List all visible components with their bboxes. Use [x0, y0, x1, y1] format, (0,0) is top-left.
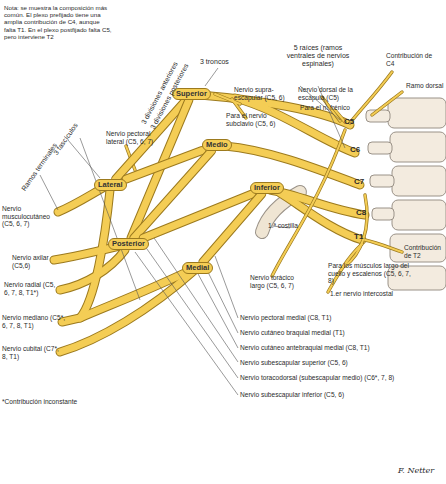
nerve [62, 268, 195, 322]
branch [372, 92, 402, 115]
branch [372, 92, 402, 115]
root [280, 193, 362, 240]
nerve-label: Para el n. frénico [300, 104, 356, 112]
node-text: Lateral [98, 180, 123, 190]
division-connector [203, 194, 262, 262]
branch [272, 130, 345, 276]
transverse-process [368, 142, 392, 154]
footnote: *Contribución inconstante [2, 398, 112, 406]
nerve-label: Nervio cutáneo antebraquial medial (C8, … [240, 344, 440, 352]
root-label: C7 [354, 177, 364, 186]
nerve-label: Contribución de T2 [404, 244, 444, 259]
nerve-label: Nervio musculocutáneo (C5, 6, 7) [2, 205, 60, 228]
node-text: Medio [206, 140, 228, 150]
leader-line [150, 232, 238, 362]
nerve-label: Nervio toracodorsal (subescapular medio)… [240, 374, 440, 382]
nerve-label: Nervio dorsal de la escápula (C5) [298, 86, 362, 101]
nerve-outline [203, 194, 262, 262]
root [280, 193, 362, 240]
root [225, 146, 360, 185]
transverse-process [372, 208, 394, 220]
leader-line [205, 266, 238, 333]
leader-line [205, 68, 218, 86]
trunk-band: Medio [202, 139, 232, 151]
nerve-label: Nervio cubital (C7*, 8, T1) [2, 345, 62, 360]
nerve-fill [54, 95, 365, 352]
nerve-label: Nervio cutáneo braquial medial (T1) [240, 329, 440, 337]
nerve-fill [203, 194, 262, 262]
branch [335, 110, 345, 122]
leader-line [142, 242, 238, 378]
nerve-label: Contribución de C4 [386, 52, 442, 67]
division-connector [143, 194, 252, 238]
trunk-band: Inferior [250, 182, 284, 194]
branch [350, 72, 392, 123]
nerve-label: Para los músculos largo del cuello y esc… [328, 262, 412, 285]
branch [272, 130, 345, 276]
vertebra [390, 234, 446, 262]
root-label: C5 [344, 117, 354, 126]
leader-line [215, 256, 238, 318]
leader-line [135, 252, 238, 395]
bone-label: 1.ª costilla [268, 222, 298, 230]
cord-band: Posterior [108, 238, 149, 250]
nerve-fill [143, 194, 252, 238]
group-label: 3 troncos [200, 58, 229, 66]
nerve-label: 1.er nervio intercostal [330, 290, 410, 298]
nerve-label: Nervio pectoral lateral (C5, 6, 7) [106, 130, 170, 145]
node-text: Superior [176, 89, 207, 99]
nerve [60, 250, 125, 290]
vertebra [392, 200, 446, 230]
nerve-label: Nervio radial (C5, 6, 7, 8, T1*) [4, 281, 62, 296]
nerve-label: Nervio axilar (C5,6) [12, 254, 58, 269]
group-label: 5 raíces (ramos ventrales de nervios esp… [282, 44, 354, 68]
nerve-label: Nervio supra-escapular (C5, 6) [234, 86, 288, 101]
root-label: C8 [356, 208, 366, 217]
node-text: Inferior [254, 183, 280, 193]
vertebrae [366, 98, 446, 290]
nerve-label: Nervio mediano (C5*, 6, 7, 8, T1) [2, 314, 66, 329]
leader-line [40, 175, 58, 210]
nerve [60, 270, 195, 352]
cord-band: Medial [182, 262, 213, 274]
leader-line [68, 140, 100, 178]
root [225, 146, 360, 185]
vertebra [388, 98, 446, 128]
branch [365, 240, 402, 252]
vertebra [390, 132, 446, 162]
nerve-label: Nervio pectoral medial (C8, T1) [240, 314, 440, 322]
nerve [62, 268, 195, 322]
branch [365, 240, 402, 252]
root-label: C6 [350, 145, 360, 154]
cord-band: Lateral [94, 179, 127, 191]
nerve-label: Nervio subescapular inferior (C5, 6) [240, 391, 440, 399]
nerve-label: Nervio torácico largo (C5, 6, 7) [250, 274, 310, 289]
note: Nota: se muestra la composición más comú… [4, 4, 112, 40]
nerve-label: Nervio subescapular superior (C5, 6) [240, 359, 440, 367]
nerve-label: Para el nervio subclavio (C5, 6) [226, 112, 288, 127]
branch [345, 195, 367, 266]
nerve-outline [143, 194, 252, 238]
node-text: Posterior [112, 239, 145, 249]
vertebra [392, 166, 446, 196]
nerve-label: Ramo dorsal [406, 82, 444, 90]
group-label: 3 fascículos [52, 122, 80, 157]
signature: F. Netter [398, 466, 434, 475]
root-label: T1 [354, 232, 363, 241]
group-label: Ramos terminales [20, 142, 59, 193]
transverse-process [370, 175, 394, 187]
branch [345, 195, 367, 266]
node-text: Medial [186, 263, 209, 273]
nerve-outline [54, 95, 365, 352]
